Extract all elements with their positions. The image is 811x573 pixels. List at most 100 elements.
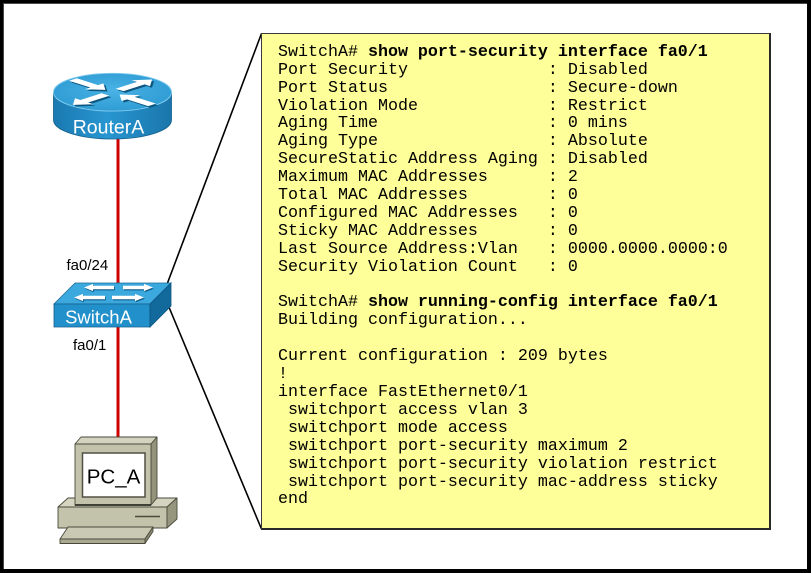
field-value: Disabled	[567, 150, 648, 170]
port-security-row: Sticky MAC Addresses: 0	[278, 221, 769, 241]
callout-pointer-lower	[167, 305, 263, 530]
config-line: switchport access vlan 3	[278, 400, 528, 420]
switch-icon: SwitchA	[53, 282, 172, 328]
port-security-row: Maximum MAC Addresses: 2	[278, 169, 769, 187]
port-security-row: SecureStatic Address Aging: Disabled	[278, 151, 769, 169]
arrow-right-icon	[112, 293, 144, 302]
cli-command-line: SwitchA# show port-security interface fa0…	[278, 42, 769, 62]
field-separator: :	[547, 221, 568, 241]
cli-command-line: SwitchA# show running-config interface fa…	[278, 294, 769, 312]
port-security-row: Configured MAC Addresses: 0	[278, 203, 769, 223]
pc-label: PC_A	[87, 466, 141, 489]
field-value: Restrict	[567, 96, 648, 116]
field-name: Total MAC Addresses	[278, 186, 468, 206]
field-value: 0	[567, 186, 578, 206]
field-separator: :	[547, 132, 568, 152]
config-line: interface FastEthernet0/1	[278, 383, 528, 403]
router-arrows-icon	[69, 78, 158, 108]
switch-arrows	[74, 283, 153, 302]
field-name: Sticky MAC Addresses	[278, 221, 478, 241]
port-security-row: Port Status: Secure-down	[278, 78, 769, 98]
port-security-row: Security Violation Count: 0	[278, 257, 769, 277]
switch-side	[149, 282, 172, 328]
router-icon: RouterA	[53, 72, 172, 140]
field-separator: :	[547, 150, 568, 170]
arrow-left-icon	[74, 293, 105, 302]
arrow-out-icon	[115, 79, 153, 92]
switch-label: SwitchA	[65, 307, 132, 328]
config-line	[278, 330, 769, 348]
cli-prompt: SwitchA#	[278, 293, 358, 313]
monitor-top	[74, 436, 158, 445]
arrow-right-icon	[123, 283, 153, 292]
field-separator: :	[547, 257, 568, 277]
field-separator: :	[547, 114, 568, 134]
arrow-out-icon	[72, 93, 110, 105]
field-separator: :	[547, 96, 568, 116]
pc-icon: PC_A	[57, 436, 178, 544]
port-label-access: fa0/1	[73, 337, 106, 354]
arrow-in-icon	[119, 94, 156, 107]
config-line: switchport port-security violation restr…	[278, 454, 718, 474]
field-value: 2	[567, 168, 578, 188]
config-line: end	[278, 490, 308, 510]
pc-base-front	[57, 506, 168, 529]
field-name: Last Source Address:Vlan	[278, 239, 518, 259]
field-name: Maximum MAC Addresses	[278, 168, 488, 188]
field-name: Port Status	[278, 78, 388, 98]
field-value: 0	[567, 203, 578, 223]
arrow-in-icon	[69, 78, 106, 90]
port-security-row: Port Security: Disabled	[278, 60, 769, 80]
field-name: Aging Type	[278, 132, 378, 152]
field-separator: :	[547, 78, 568, 98]
monitor-screen	[81, 452, 146, 498]
config-line: switchport port-security mac-address sti…	[278, 472, 718, 492]
field-separator: :	[547, 60, 568, 80]
port-security-row: Aging Type: Absolute	[278, 133, 769, 151]
field-name: Violation Mode	[278, 96, 418, 116]
field-name: Port Security	[278, 60, 408, 80]
callout-pointer-upper	[166, 33, 263, 284]
field-separator: :	[547, 239, 568, 259]
port-security-row: Aging Time: 0 mins	[278, 115, 769, 133]
port-security-row: Total MAC Addresses: 0	[278, 187, 769, 205]
field-name: Aging Time	[278, 114, 378, 134]
field-value: Absolute	[567, 132, 648, 152]
cli-command: show running-config interface fa0/1	[367, 293, 718, 313]
config-line: !	[278, 365, 288, 385]
field-value: 0	[567, 221, 578, 241]
cli-command: show port-security interface fa0/1	[367, 42, 708, 62]
field-name: Configured MAC Addresses	[278, 203, 518, 223]
cli-prompt: SwitchA#	[278, 42, 358, 62]
config-line: Current configuration : 209 bytes	[278, 347, 608, 367]
field-name: Security Violation Count	[278, 257, 518, 277]
cli-callout: SwitchA# show port-security interface fa0…	[261, 33, 771, 530]
field-value: 0	[567, 257, 578, 277]
keyboard-top	[59, 526, 154, 540]
arrow-left-icon	[84, 283, 114, 292]
field-value: 0000.0000.0000:0	[567, 239, 728, 259]
show-running-config-output: SwitchA# show running-config interface fa…	[278, 294, 769, 509]
show-port-security-output: SwitchA# show port-security interface fa0…	[278, 42, 769, 277]
blank-line	[278, 277, 769, 295]
router-arrows	[69, 78, 156, 107]
field-value: Secure-down	[567, 78, 678, 98]
field-name: SecureStatic Address Aging	[278, 150, 538, 170]
field-value: Disabled	[567, 60, 648, 80]
pc-base-side	[166, 497, 178, 529]
config-line: Building configuration...	[278, 311, 528, 331]
config-line: switchport port-security maximum 2	[278, 436, 628, 456]
keyboard-side	[144, 526, 154, 544]
router-label: RouterA	[73, 117, 145, 139]
monitor-side	[150, 436, 158, 506]
field-separator: :	[547, 186, 568, 206]
port-security-row: Violation Mode: Restrict	[278, 96, 769, 116]
field-separator: :	[547, 168, 568, 188]
port-label-uplink: fa0/24	[67, 257, 109, 274]
field-value: 0 mins	[567, 114, 628, 134]
config-line: switchport mode access	[278, 418, 508, 438]
port-security-row: Last Source Address:Vlan: 0000.0000.0000…	[278, 239, 769, 259]
keyboard-front	[59, 538, 146, 544]
